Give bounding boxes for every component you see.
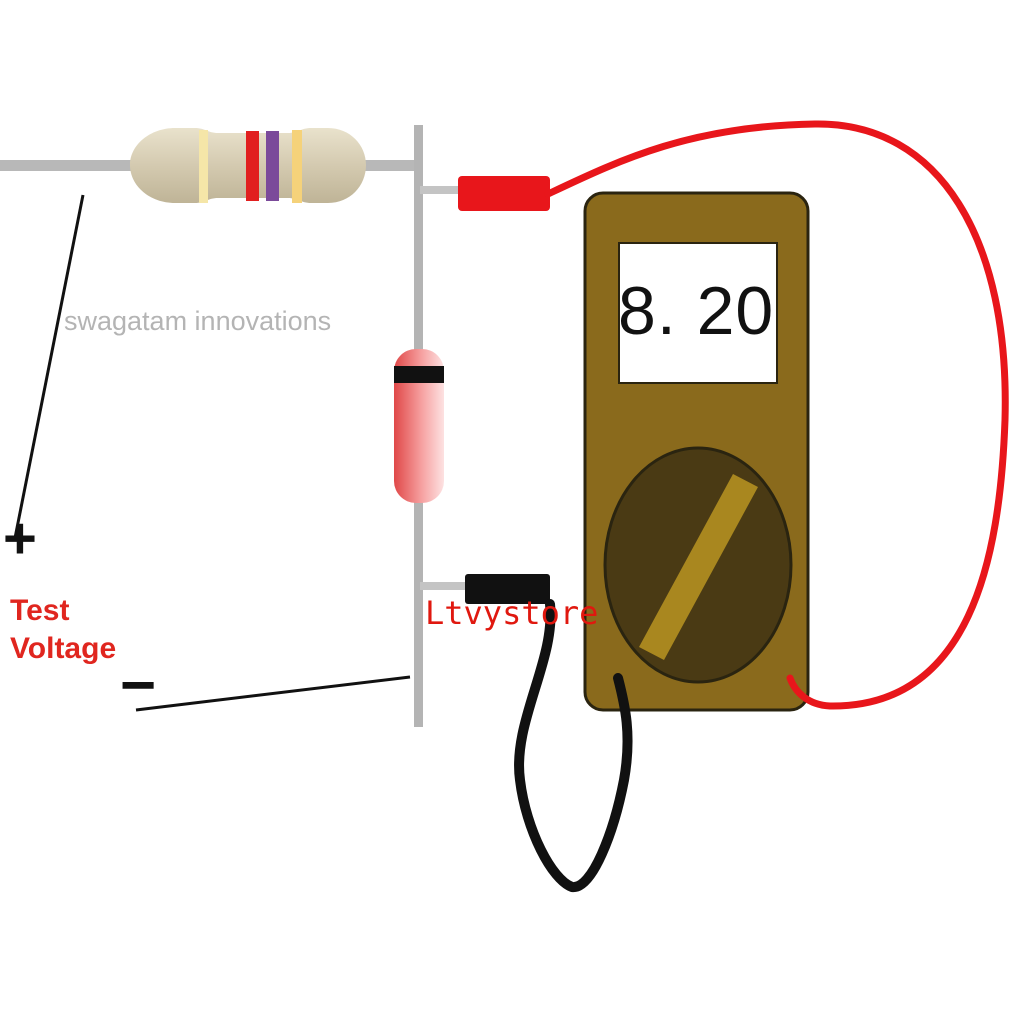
test-voltage-label: Test Voltage <box>10 592 116 668</box>
red-probe-stub <box>420 186 462 194</box>
positive-symbol: + <box>3 506 37 571</box>
resistor-lead-right <box>355 160 417 171</box>
resistor <box>130 128 366 203</box>
resistor-band-2 <box>246 131 259 201</box>
red-probe <box>458 176 550 211</box>
black-probe <box>465 574 550 604</box>
diode-body <box>394 349 444 503</box>
red-lead-wire <box>544 120 1009 710</box>
resistor-band-3 <box>266 131 279 201</box>
test-voltage-label-line1: Test <box>10 594 70 627</box>
store-watermark: Ltvystore <box>425 594 599 632</box>
diode <box>394 349 444 503</box>
test-voltage-label-line2: Voltage <box>10 632 117 665</box>
resistor-band-1 <box>199 130 208 203</box>
swagatam-watermark: swagatam innovations <box>64 306 332 336</box>
negative-symbol: − <box>120 651 157 720</box>
positive-test-lead <box>13 194 85 539</box>
resistor-band-4 <box>292 130 302 203</box>
black-probe-stub <box>420 582 466 590</box>
negative-test-lead <box>135 675 411 712</box>
selector-pointer <box>639 474 758 660</box>
multimeter-reading: 8. 20 <box>618 273 775 349</box>
black-lead-wire <box>514 599 633 892</box>
resistor-lead-left <box>0 160 140 171</box>
multimeter-display <box>618 242 778 384</box>
diode-cathode-band <box>394 366 444 383</box>
